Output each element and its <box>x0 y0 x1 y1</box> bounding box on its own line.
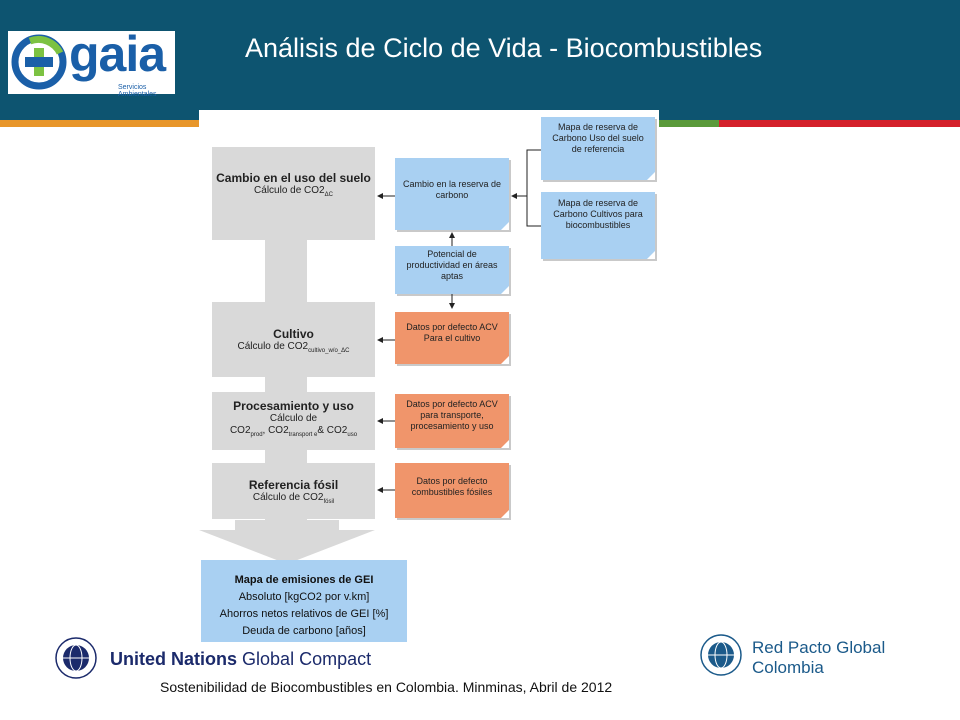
stage-fosil-title: Referencia fósil <box>248 478 339 492</box>
note-fold <box>501 286 509 294</box>
note-fold <box>501 510 509 518</box>
note-text: Datos por defecto combustibles fósiles <box>411 476 493 497</box>
note-datos-fosil: Datos por defecto combustibles fósiles <box>395 463 509 518</box>
connector-arrows <box>377 149 541 493</box>
stripe-green <box>659 120 719 127</box>
note-text: Potencial de productividad en áreas apta… <box>406 249 498 281</box>
note-text: Cambio en la reserva de carbono <box>402 179 502 200</box>
calc-a-sub: prod <box>250 432 263 438</box>
note-mapa-cultivos: Mapa de reserva de Carbono Cultivos para… <box>541 192 655 259</box>
stage-cambio-suelo: Cambio en el uso del suelo Cálculo de CO… <box>212 147 375 240</box>
note-cambio-reserva: Cambio en la reserva de carbono <box>395 158 509 230</box>
calc-text: Cálculo de CO2 <box>254 185 325 196</box>
stage-suelo-title: Cambio en el uso del suelo <box>216 171 371 185</box>
stripe-red <box>719 120 960 127</box>
stage-procesamiento: Procesamiento y uso Cálculo de CO2prod, … <box>212 392 375 450</box>
stage-suelo-calc: Cálculo de CO2ΔC <box>212 185 375 201</box>
result-line-2: Ahorros netos relativos de GEI [%] <box>219 608 389 620</box>
stripe-orange <box>0 120 200 127</box>
note-mapa-referencia: Mapa de reserva de Carbono Uso del suelo… <box>541 117 655 180</box>
gc-bold: United Nations <box>110 649 238 669</box>
note-datos-procesamiento: Datos por defecto ACV para transporte, p… <box>395 394 509 448</box>
calc-text: Cálculo de CO2 <box>237 341 309 352</box>
flow-arrowhead <box>199 520 375 564</box>
stage-cultivo: Cultivo Cálculo de CO2cultivo_w/o_ΔC <box>212 302 375 377</box>
gc-rest: Global Compact <box>242 649 372 669</box>
note-fold <box>647 251 655 259</box>
stage-proc-calc1: Cálculo de <box>269 413 318 424</box>
note-text: Mapa de reserva de Carbono Uso del suelo… <box>552 122 644 154</box>
result-line-3: Deuda de carbono [años] <box>242 625 366 637</box>
calc-b: , CO2 <box>262 425 289 436</box>
calc-a: CO2 <box>229 425 251 436</box>
calc-c-sub: uso <box>347 432 358 438</box>
calc-c: & CO2 <box>317 425 348 436</box>
lca-diagram: Cambio en el uso del suelo Cálculo de CO… <box>199 110 659 648</box>
result-line-1: Absoluto [kgCO2 por v.km] <box>238 591 370 603</box>
un-global-compact-text: United Nations Global Compact <box>110 649 371 670</box>
note-fold <box>501 356 509 364</box>
result-title: Mapa de emisiones de GEI <box>234 574 374 586</box>
logo-subtitle: Servicios Ambientales <box>118 84 157 98</box>
red-pacto-text: Red Pacto Global Colombia <box>752 638 885 678</box>
rp-line-2: Colombia <box>752 658 824 677</box>
stage-fosil-calc: Cálculo de CO2fósil <box>212 492 375 508</box>
rp-line-1: Red Pacto Global <box>752 638 886 657</box>
gaia-cross-icon <box>11 34 67 90</box>
note-fold <box>647 172 655 180</box>
calc-text: Cálculo de CO2 <box>252 492 324 503</box>
un-global-compact-emblem <box>55 637 97 679</box>
stage-cultivo-calc: Cálculo de CO2cultivo_w/o_ΔC <box>212 341 375 357</box>
note-datos-cultivo: Datos por defecto ACV Para el cultivo <box>395 312 509 364</box>
note-text: Datos por defecto ACV Para el cultivo <box>406 322 498 343</box>
calc-b-sub: transport e <box>288 432 318 438</box>
stage-referencia-fosil: Referencia fósil Cálculo de CO2fósil <box>212 463 375 519</box>
note-potencial: Potencial de productividad en áreas apta… <box>395 246 509 294</box>
calc-sub: fósil <box>323 499 335 505</box>
calc-sub: ΔC <box>324 192 333 198</box>
note-fold <box>501 440 509 448</box>
note-text: Mapa de reserva de Carbono Cultivos para… <box>553 198 643 230</box>
stage-proc-title: Procesamiento y uso <box>233 399 354 413</box>
logo-wordmark: gaia <box>69 26 166 82</box>
result-mapa-emisiones: Mapa de emisiones de GEI Absoluto [kgCO2… <box>201 560 407 642</box>
gaia-logo: gaia Servicios Ambientales <box>8 26 175 98</box>
note-text: Datos por defecto ACV para transporte, p… <box>406 399 498 431</box>
page-title: Análisis de Ciclo de Vida - Biocombustib… <box>245 33 763 63</box>
note-fold <box>501 222 509 230</box>
stage-cultivo-title: Cultivo <box>273 327 314 341</box>
red-pacto-emblem <box>700 634 742 676</box>
stage-proc-calc2: CO2prod, CO2transport e& CO2uso <box>212 425 375 441</box>
source-caption: Sostenibilidad de Biocombustibles en Col… <box>160 679 613 695</box>
calc-sub: cultivo_w/o_ΔC <box>308 348 350 354</box>
